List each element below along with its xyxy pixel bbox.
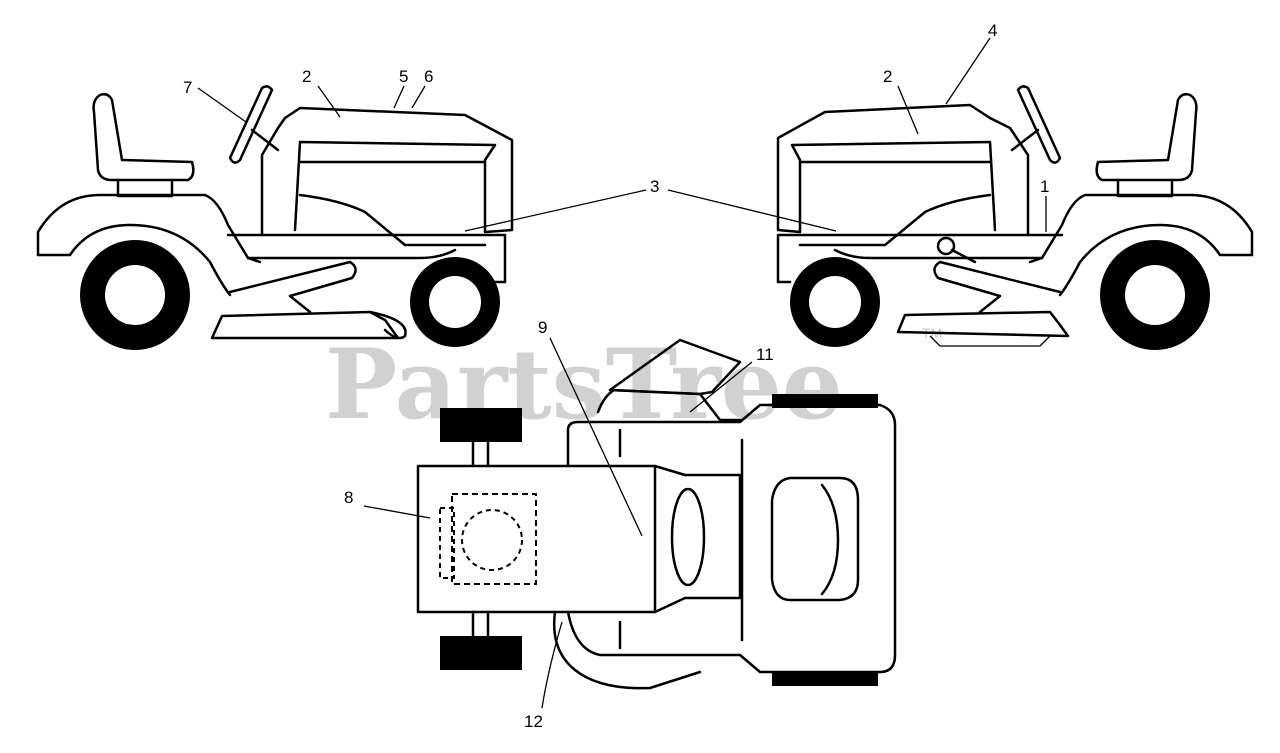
frame — [776, 233, 1064, 284]
leader-4 — [945, 37, 991, 105]
engine-side-outline — [439, 507, 455, 579]
rear-hub — [105, 265, 165, 325]
lever — [950, 248, 977, 264]
deck-edge-top — [596, 388, 616, 414]
callout-labels: 1 2 2 3 4 5 6 7 8 9 11 12 — [183, 21, 1049, 731]
leader-8 — [363, 505, 431, 519]
seat — [1095, 92, 1198, 182]
callout-12: 12 — [524, 712, 543, 731]
steering-wheel — [1016, 85, 1062, 164]
engine-flywheel-outline — [461, 509, 523, 571]
leader-lines — [197, 37, 1047, 709]
leader-2a — [317, 85, 341, 118]
front-hub — [429, 276, 481, 328]
callout-8: 8 — [344, 488, 353, 507]
front-hub — [809, 276, 861, 328]
rear-fender — [36, 193, 262, 264]
lever-knob — [936, 236, 956, 256]
callout-7: 7 — [183, 78, 192, 97]
seat-top — [770, 476, 860, 602]
callout-4: 4 — [988, 21, 997, 40]
top-view-tractor — [416, 338, 897, 690]
steering-wheel-top — [670, 487, 706, 587]
callout-2a: 2 — [302, 67, 311, 86]
front-left-tire — [440, 408, 522, 442]
deck-edge-bottom — [553, 610, 702, 690]
body-outline — [566, 403, 897, 674]
axle-spindles — [471, 440, 490, 638]
leader-11 — [689, 361, 753, 413]
callout-9: 9 — [538, 318, 547, 337]
leader-3a — [464, 189, 647, 232]
discharge-chute-base — [608, 388, 744, 422]
leader-2b — [897, 85, 919, 135]
callout-6: 6 — [424, 67, 433, 86]
hood-side-panel — [798, 193, 992, 247]
callout-1: 1 — [1040, 177, 1049, 196]
dash — [988, 116, 1030, 237]
leader-9 — [549, 337, 643, 537]
leader-7 — [197, 87, 247, 123]
hood-side-panel — [298, 193, 487, 247]
mower-deck — [896, 310, 1070, 338]
seat-support — [1116, 178, 1174, 198]
callout-3: 3 — [650, 177, 659, 196]
hood — [283, 106, 514, 234]
engine-outline — [451, 493, 537, 585]
leader-6 — [411, 85, 426, 109]
leader-5 — [393, 85, 405, 109]
deck-skirt — [929, 335, 1051, 347]
dash-cowl — [653, 464, 742, 614]
steering-column — [1010, 128, 1040, 152]
rear-hub — [1125, 265, 1185, 325]
leader-3b — [667, 189, 837, 232]
frame — [226, 233, 507, 284]
right-side-view-tractor — [776, 85, 1254, 350]
frame-lower — [833, 248, 1044, 260]
rear-wheel-arch — [36, 223, 232, 297]
callout-5: 5 — [399, 67, 408, 86]
hood — [776, 103, 997, 234]
rear-wheel-arch — [1058, 223, 1254, 297]
frame-lower — [246, 248, 457, 260]
leader-12 — [541, 621, 563, 709]
pedal — [228, 260, 357, 314]
front-right-tire — [440, 636, 522, 670]
seat — [92, 92, 195, 182]
steering-column — [250, 128, 280, 152]
callout-11: 11 — [756, 345, 774, 364]
dash — [260, 116, 287, 237]
pedal — [933, 260, 1062, 314]
steering-wheel — [228, 85, 274, 164]
left-side-view-tractor — [36, 85, 514, 350]
seat-backrest-line — [820, 483, 840, 596]
seat-support — [116, 178, 174, 198]
mower-deck — [210, 310, 400, 340]
rear-fender — [1028, 193, 1254, 264]
callout-2b: 2 — [883, 67, 892, 86]
deck-discharge — [368, 310, 407, 340]
rear-right-tire — [772, 672, 878, 686]
